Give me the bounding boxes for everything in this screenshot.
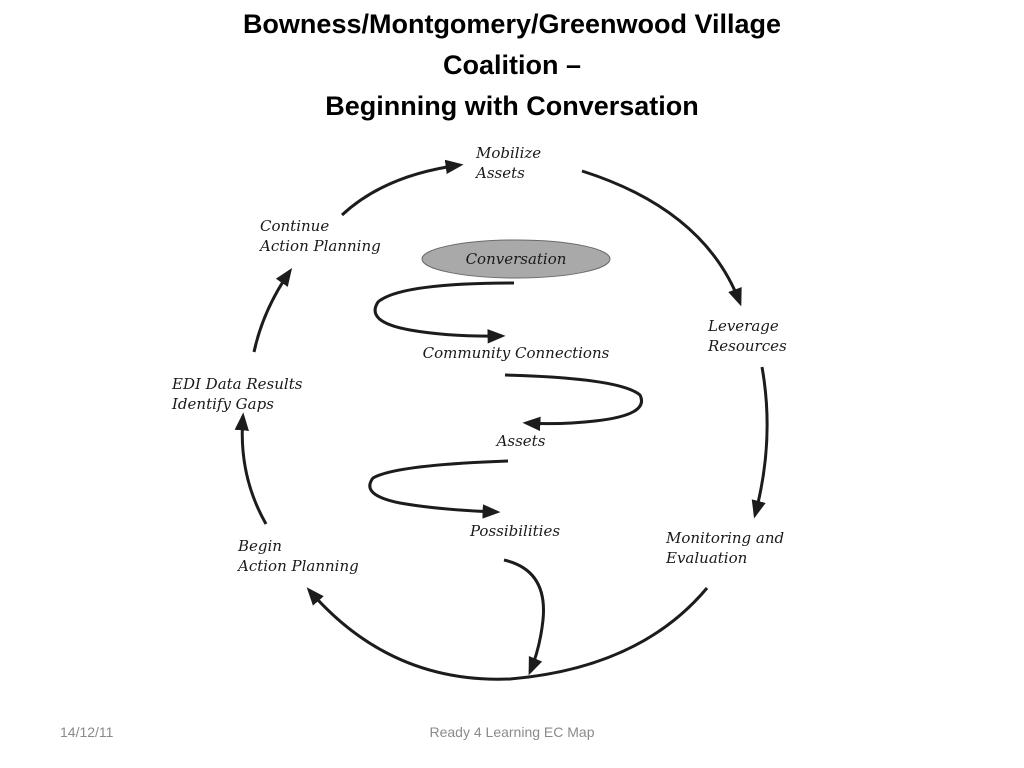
label-leverage-line1: Leverage <box>707 317 779 335</box>
label-continue-line2: Action Planning <box>258 237 381 255</box>
arrow-mobilize-to-leverage <box>581 169 742 307</box>
arrow-assets-to-possibilities <box>368 459 509 519</box>
label-begin-action-planning: Begin Action Planning <box>236 537 359 575</box>
title-line-1: Bowness/Montgomery/Greenwood Village <box>242 9 782 39</box>
label-edi-line1: EDI Data Results <box>171 375 303 393</box>
arrow-leverage-to-monitoring <box>751 366 769 519</box>
label-monitoring-evaluation: Monitoring and Evaluation <box>665 529 789 567</box>
label-edi-data-results: EDI Data Results Identify Gaps <box>171 375 307 413</box>
label-mobilize-line1: Mobilize <box>475 144 541 162</box>
title-line-2: Coalition – <box>442 50 581 80</box>
arrow-begin-to-edi <box>234 412 268 525</box>
label-assets: Assets <box>495 432 546 450</box>
label-mobilize-line2: Assets <box>474 164 525 182</box>
label-continue-line1: Continue <box>260 217 329 235</box>
conversation-oval <box>421 239 611 279</box>
footer-date: 14/12/11 <box>60 724 114 740</box>
footer-center-text: Ready 4 Learning EC Map <box>429 724 595 740</box>
title-line-3: Beginning with Conversation <box>325 91 699 121</box>
arrow-community-to-assets <box>504 373 643 432</box>
label-community-connections: Community Connections <box>423 344 610 362</box>
label-leverage-line2: Resources <box>707 337 787 355</box>
arrow-possibilities-to-cycle <box>503 558 546 676</box>
arrow-conversation-to-community <box>373 281 515 344</box>
label-continue-action-planning: Continue Action Planning <box>258 217 381 255</box>
label-monitoring-line2: Evaluation <box>665 549 747 567</box>
label-mobilize-assets: Mobilize Assets <box>474 144 546 182</box>
inner-spiral-arrows <box>368 281 643 676</box>
label-begin-line1: Begin <box>237 537 282 555</box>
label-monitoring-line1: Monitoring and <box>665 529 784 547</box>
label-begin-line2: Action Planning <box>236 557 359 575</box>
label-leverage-resources: Leverage Resources <box>707 317 787 355</box>
arrow-continue-to-mobilize <box>340 159 464 217</box>
label-possibilities: Possibilities <box>469 522 560 540</box>
slide-title: Bowness/Montgomery/Greenwood Village Coa… <box>0 4 1024 127</box>
label-conversation: Conversation <box>466 250 567 268</box>
arrow-edi-to-continue <box>252 268 293 353</box>
arrow-monitoring-to-begin <box>306 587 709 681</box>
outer-cycle-arrows <box>234 159 769 681</box>
label-edi-line2: Identify Gaps <box>171 395 274 413</box>
